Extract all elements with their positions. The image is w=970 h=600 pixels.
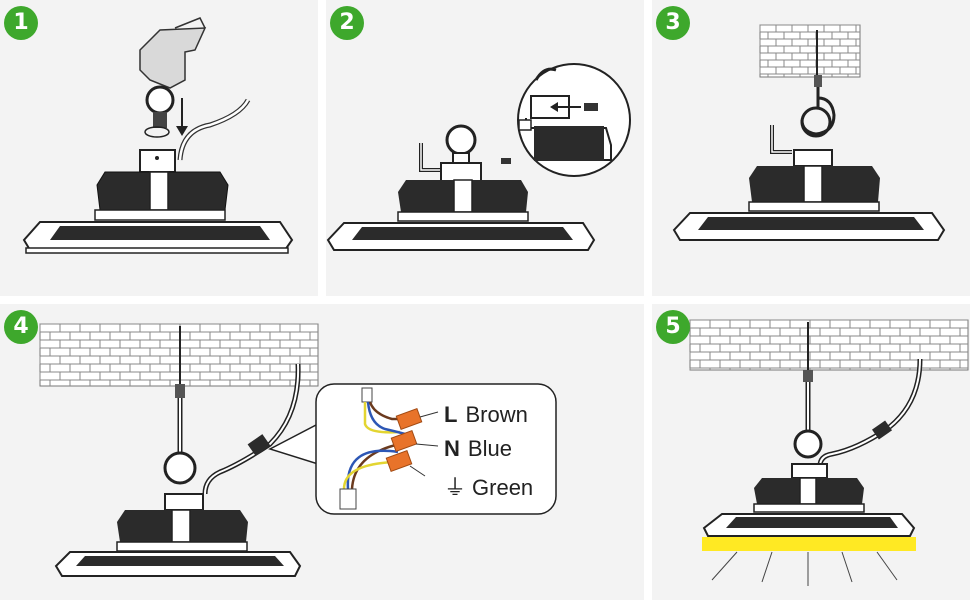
brick-ceiling (689, 319, 969, 371)
step-5-panel: 5 (652, 304, 970, 600)
step-2-panel: 2 (326, 0, 644, 296)
step-3-illustration (672, 24, 946, 241)
wire-connectors (385, 408, 423, 472)
step-2-illustration (326, 63, 631, 251)
step-5-illustration (689, 319, 969, 586)
step-1-illustration (22, 17, 294, 254)
light-glow (702, 537, 916, 551)
step-1-panel: 1 (0, 0, 318, 296)
step-badge: 4 (4, 310, 38, 344)
brick-ceiling (759, 24, 861, 78)
ground-icon: ⏚ (444, 476, 467, 501)
step-4-illustration (39, 323, 557, 577)
step-badge: 2 (330, 6, 364, 40)
step-badge: 3 (656, 6, 690, 40)
step-badge: 1 (4, 6, 38, 40)
step-badge: 5 (656, 310, 690, 344)
step-3-panel: 3 (652, 0, 970, 296)
legend-ground: ⏚Green (444, 475, 534, 501)
